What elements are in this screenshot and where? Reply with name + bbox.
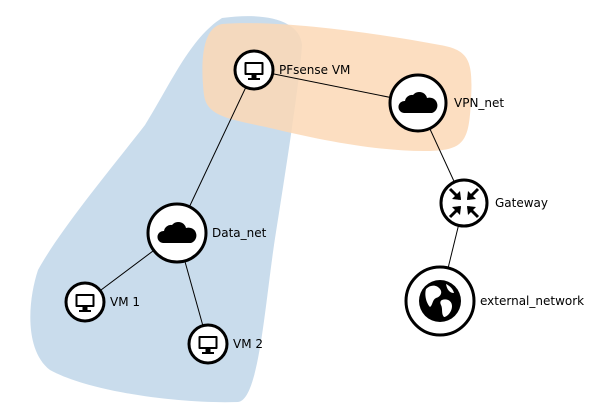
cloud-icon: [398, 91, 438, 113]
globe-icon: [419, 280, 461, 322]
node-vpn-net[interactable]: VPN_net: [388, 73, 504, 133]
computer-icon: [75, 294, 95, 312]
node-pfsense[interactable]: PFsense VM: [233, 49, 350, 91]
node-label-external-network: external_network: [480, 294, 584, 308]
node-label-vm1: VM 1: [110, 295, 140, 309]
cloud-icon: [157, 221, 197, 243]
node-external-network[interactable]: external_network: [404, 265, 584, 337]
node-data-net[interactable]: Data_net: [146, 202, 267, 264]
node-gateway[interactable]: Gateway: [439, 178, 548, 228]
node-label-gateway: Gateway: [495, 196, 548, 210]
node-label-vm2: VM 2: [233, 337, 263, 351]
node-vm2[interactable]: VM 2: [187, 323, 263, 365]
node-label-vpn-net: VPN_net: [454, 96, 504, 110]
router-icon: [448, 187, 480, 219]
node-vm1[interactable]: VM 1: [64, 281, 140, 323]
node-label-data-net: Data_net: [212, 226, 267, 240]
node-label-pfsense: PFsense VM: [279, 63, 350, 77]
computer-icon: [198, 336, 218, 354]
computer-icon: [244, 62, 264, 80]
